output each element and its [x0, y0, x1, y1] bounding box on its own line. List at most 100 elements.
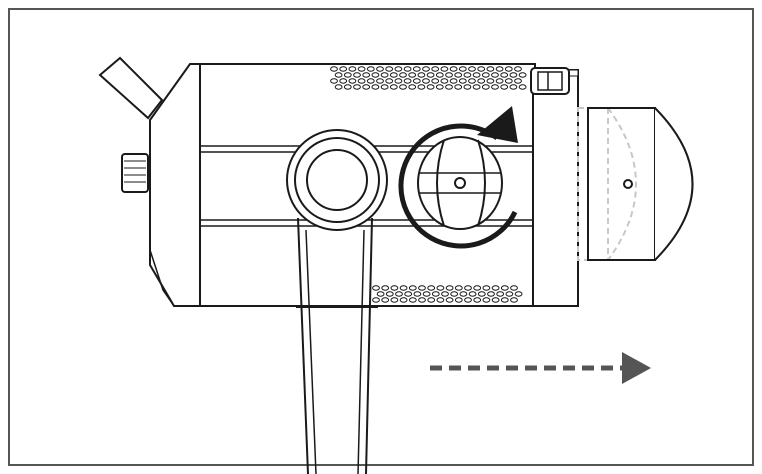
vent-hole [399, 297, 408, 303]
vent-hole [408, 285, 417, 291]
vent-hole [348, 78, 357, 84]
vent-hole [339, 66, 348, 72]
vent-hole [417, 72, 426, 78]
vent-hole [412, 78, 421, 84]
vent-hole [464, 297, 472, 303]
vent-hole [454, 84, 463, 90]
vent-hole [509, 84, 518, 90]
locking-knob-icon [417, 136, 503, 230]
vent-hole [381, 285, 390, 291]
vent-hole [495, 78, 504, 84]
vent-hole [464, 285, 472, 291]
vent-hole [372, 285, 380, 291]
vent-hole [426, 72, 435, 78]
vent-hole [509, 72, 518, 78]
vent-hole [477, 291, 486, 297]
vent-hole [477, 66, 486, 72]
vent-hole [473, 297, 482, 303]
vent-hole [473, 285, 482, 291]
vent-hole [454, 297, 463, 303]
vent-hole [487, 291, 495, 297]
vent-hole [408, 72, 417, 78]
vent-hole [504, 78, 513, 84]
rear-knob-icon [121, 153, 149, 193]
vent-hole [348, 66, 357, 72]
vent-hole [385, 78, 394, 84]
vent-hole [431, 291, 440, 297]
vent-hole [436, 285, 445, 291]
vent-hole [408, 297, 417, 303]
vent-hole [491, 84, 499, 90]
vent-hole [380, 72, 389, 78]
vent-hole [445, 285, 454, 291]
vent-hole [436, 297, 445, 303]
vent-hole [441, 291, 449, 297]
vent-hole [417, 84, 426, 90]
vent-hole [510, 297, 518, 303]
slide-arrow-icon [430, 352, 651, 384]
vent-hole [399, 285, 408, 291]
vent-hole [449, 66, 458, 72]
vent-hole [366, 66, 375, 72]
vent-hole [486, 66, 495, 72]
vent-hole [504, 66, 513, 72]
vent-hole [334, 84, 343, 90]
vent-hole [385, 291, 394, 297]
vent-hole [390, 285, 399, 291]
vent-hole [482, 285, 491, 291]
top-vent-grille [330, 66, 527, 90]
vent-hole [422, 78, 430, 84]
vent-hole [445, 297, 454, 303]
vent-hole [445, 84, 453, 90]
vent-hole [357, 78, 366, 84]
vent-hole [422, 291, 431, 297]
vent-hole [334, 72, 343, 78]
vent-hole [496, 291, 505, 297]
vent-hole [413, 291, 422, 297]
vent-hole [468, 78, 476, 84]
vent-hole [389, 72, 398, 78]
vent-hole [357, 66, 366, 72]
vent-hole [500, 72, 509, 78]
vent-hole [403, 66, 412, 72]
rear-housing [149, 63, 201, 307]
vent-hole [422, 66, 430, 72]
vent-hole [380, 84, 389, 90]
vent-hole [390, 297, 399, 303]
vent-hole [376, 78, 384, 84]
vent-hole [500, 297, 509, 303]
vent-hole [514, 78, 522, 84]
vent-hole [385, 66, 394, 72]
yoke-arm [296, 217, 378, 474]
vent-hole [481, 84, 490, 90]
vent-hole [450, 291, 459, 297]
vent-hole [510, 285, 518, 291]
vent-hole [463, 84, 472, 90]
vent-hole [486, 78, 495, 84]
vent-hole [362, 72, 371, 78]
vent-hole [408, 84, 417, 90]
vent-hole [389, 84, 398, 90]
vent-hole [418, 297, 426, 303]
vent-hole [505, 291, 514, 297]
vent-hole [330, 78, 338, 84]
vent-hole [495, 66, 504, 72]
vent-hole [353, 72, 361, 78]
vent-hole [376, 291, 385, 297]
vent-hole [399, 84, 407, 90]
vent-hole [449, 78, 458, 84]
vent-hole [454, 72, 463, 78]
vent-hole [343, 84, 352, 90]
vent-hole [518, 84, 527, 90]
vent-hole [445, 72, 453, 78]
vent-hole [353, 84, 361, 90]
vent-hole [371, 84, 380, 90]
vent-hole [343, 72, 352, 78]
rear-handle [98, 56, 164, 120]
vent-hole [491, 297, 500, 303]
vent-hole [458, 66, 467, 72]
vent-hole [431, 66, 440, 72]
vent-hole [477, 78, 486, 84]
vent-hole [376, 66, 384, 72]
